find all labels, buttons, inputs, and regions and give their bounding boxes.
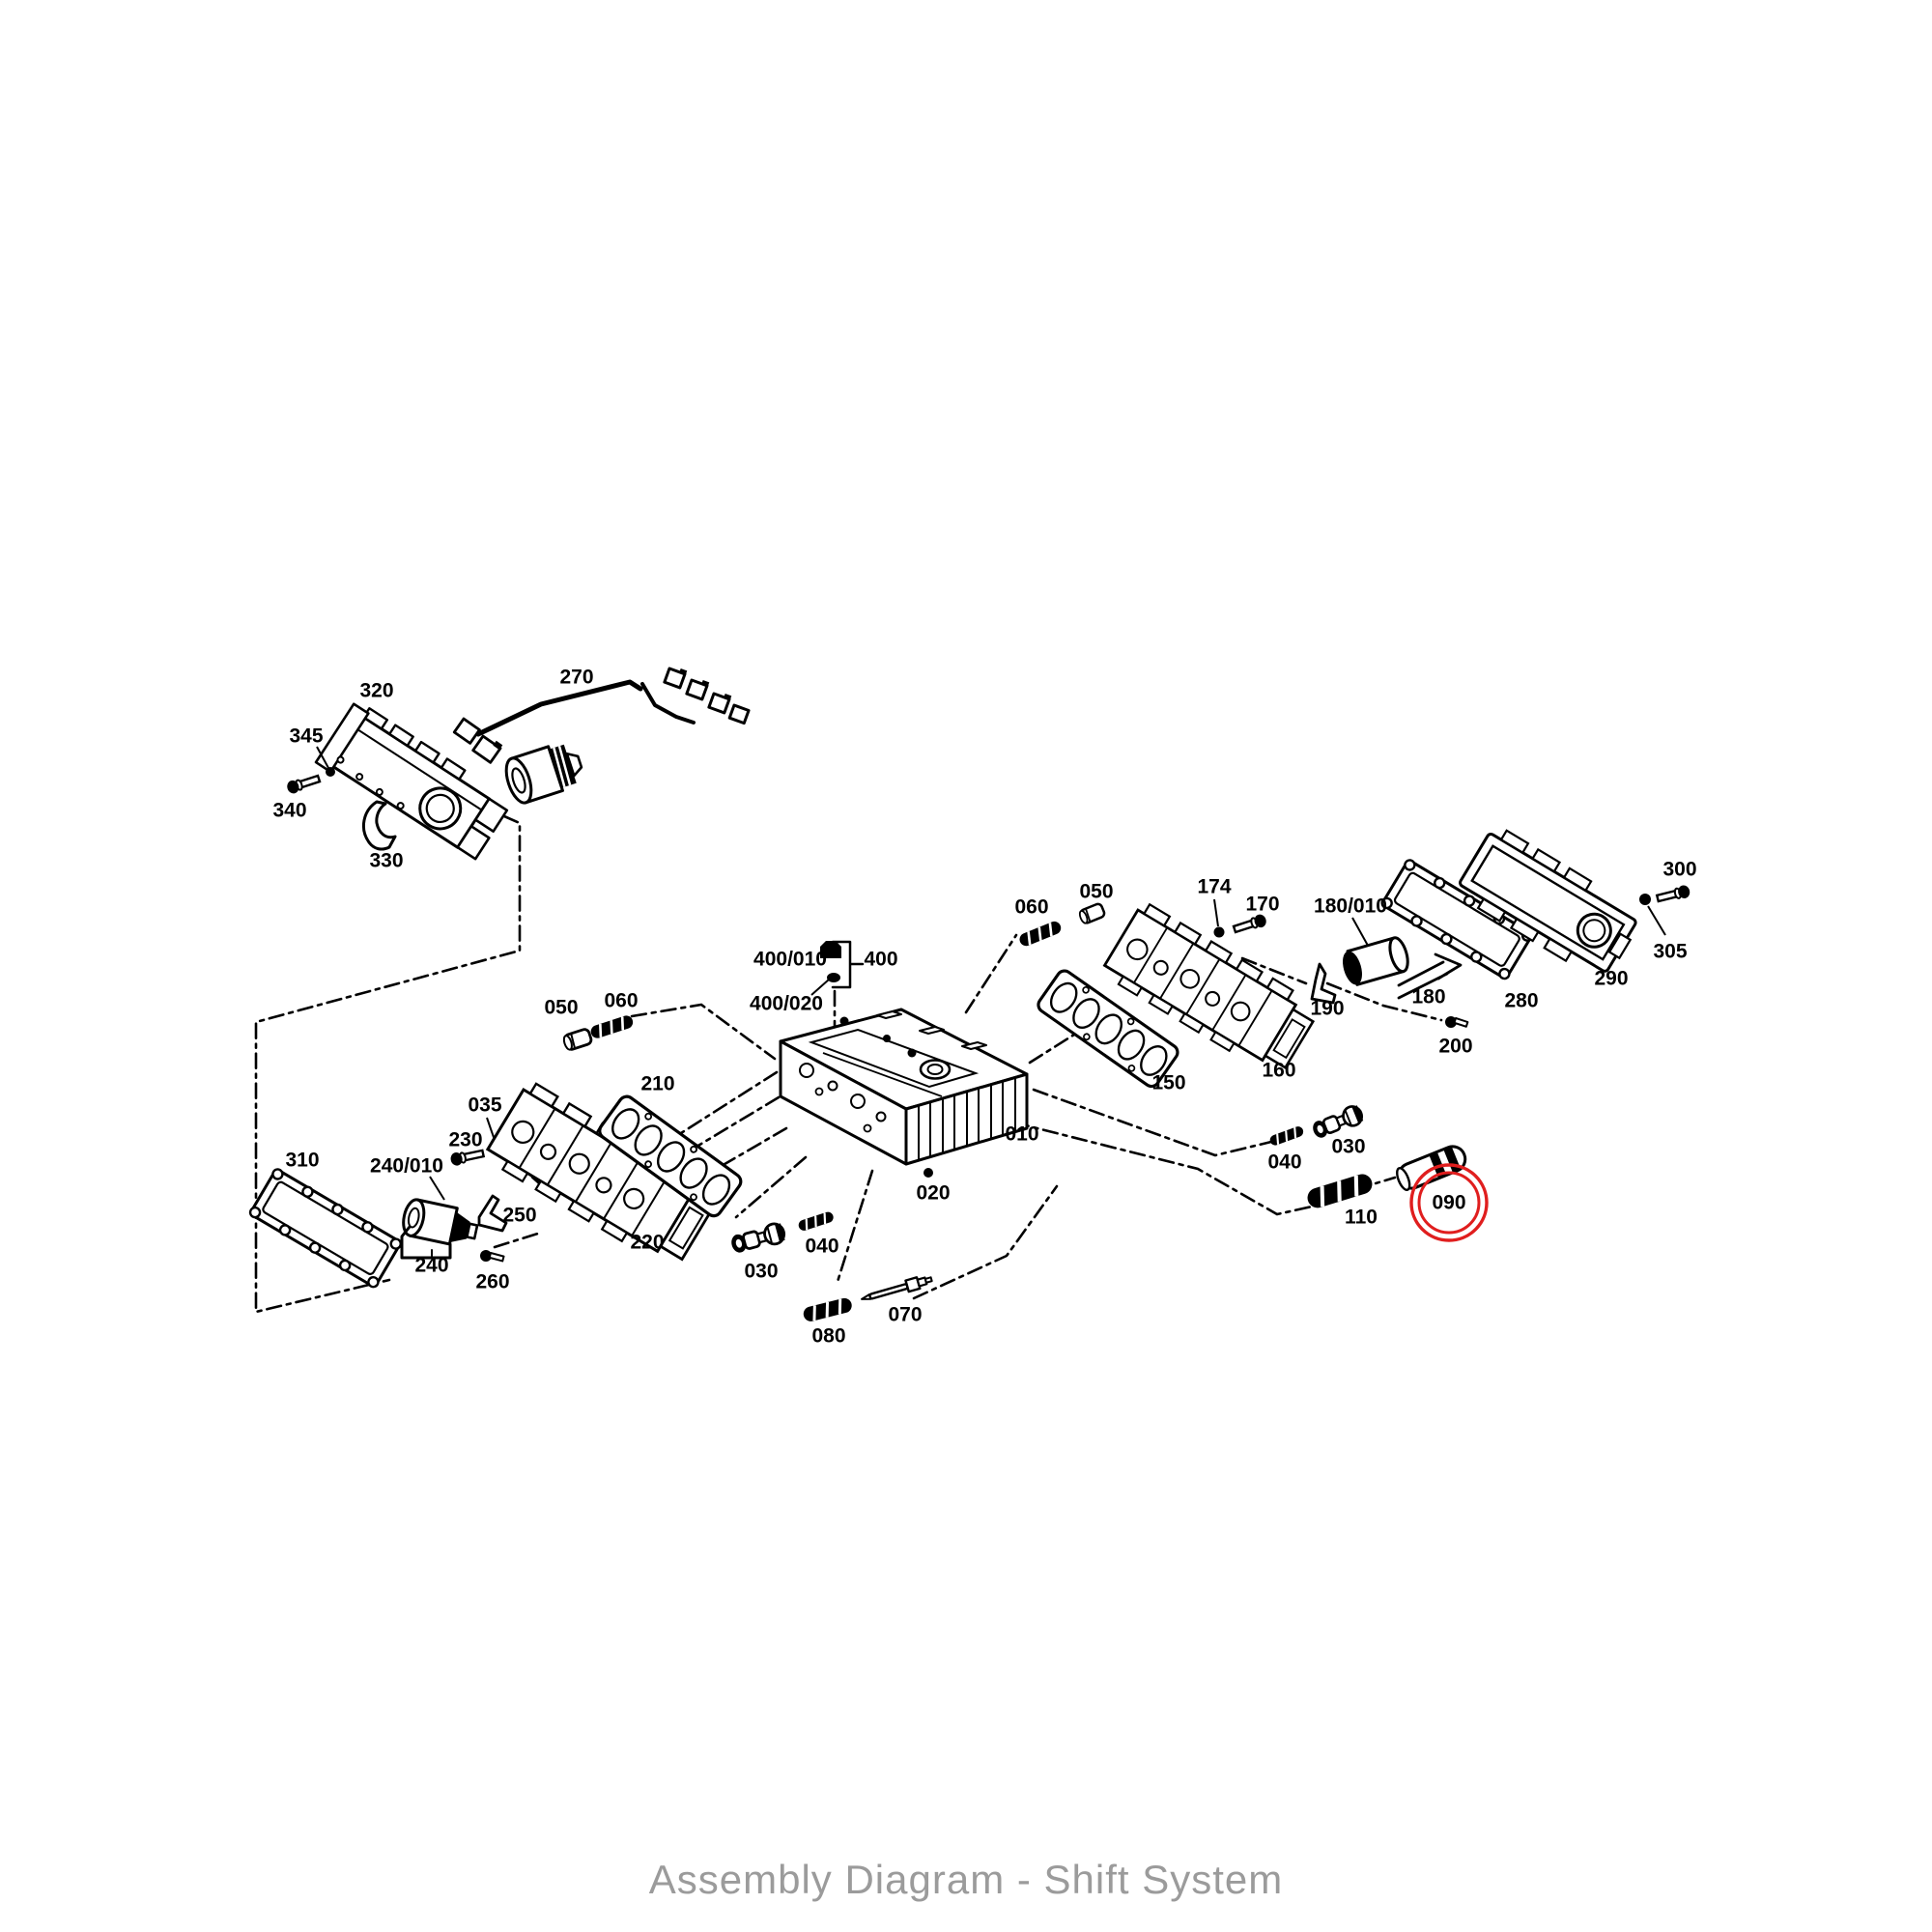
part-label-280: 280 <box>1504 990 1538 1012</box>
part-400-group <box>810 940 865 996</box>
part-310-gasket <box>246 1166 405 1291</box>
part-340-screw <box>284 771 323 797</box>
part-label-070: 070 <box>888 1304 922 1326</box>
part-label-200: 200 <box>1438 1036 1472 1058</box>
part-170-screw <box>1231 911 1269 937</box>
part-label-170: 170 <box>1245 894 1279 916</box>
part-label-150: 150 <box>1151 1072 1185 1094</box>
part-label-320: 320 <box>359 680 393 702</box>
part-320-solenoid-barrel <box>504 744 583 805</box>
part-label-270: 270 <box>559 667 593 689</box>
part-label-030: 030 <box>744 1261 778 1283</box>
part-270-wiring-harness <box>452 667 751 764</box>
part-label-310: 310 <box>285 1150 319 1172</box>
part-180-arrow <box>1397 952 1463 1000</box>
part-400-010-plug <box>820 941 841 958</box>
part-label-090: 090 <box>1432 1192 1465 1214</box>
part-060-spring-left <box>587 1012 637 1041</box>
part-240-bracket <box>400 1225 452 1260</box>
part-label-020: 020 <box>916 1182 950 1205</box>
part-110-spring <box>1305 1172 1375 1210</box>
highlight-ring <box>1409 1163 1489 1242</box>
part-label-035: 035 <box>468 1094 501 1117</box>
part-040-spring-right <box>1267 1123 1306 1149</box>
part-label-260: 260 <box>475 1271 509 1293</box>
part-label-050: 050 <box>1079 881 1113 903</box>
part-080-spring <box>800 1294 855 1324</box>
part-label-030: 030 <box>1331 1136 1365 1158</box>
part-label-400: 400 <box>864 949 897 971</box>
part-label-040: 040 <box>1267 1151 1301 1174</box>
part-030-valve-left <box>727 1220 788 1257</box>
part-180-010-piston <box>1343 917 1409 986</box>
part-label-340: 340 <box>272 800 306 822</box>
part-label-400-010: 400/010 <box>753 949 827 971</box>
part-300-screw <box>1655 882 1692 906</box>
highlight-ring-inner <box>1417 1171 1481 1235</box>
part-040-spring-left <box>796 1209 837 1234</box>
part-240-010-solenoid <box>402 1176 479 1246</box>
part-label-080: 080 <box>811 1325 845 1348</box>
part-label-300: 300 <box>1662 859 1696 881</box>
part-174-ball <box>1213 898 1225 938</box>
part-345-ball <box>316 746 335 777</box>
part-label-210: 210 <box>640 1073 674 1095</box>
part-060-spring-right <box>1016 918 1065 950</box>
part-label-110: 110 <box>1345 1207 1378 1229</box>
part-label-040: 040 <box>805 1236 838 1258</box>
part-label-060: 060 <box>604 990 638 1012</box>
part-label-330: 330 <box>369 850 403 872</box>
part-label-305: 305 <box>1653 941 1687 963</box>
part-label-290: 290 <box>1594 968 1628 990</box>
part-label-190: 190 <box>1310 998 1344 1020</box>
highlight-ring-outer <box>1409 1163 1489 1242</box>
part-260-screw <box>480 1250 505 1263</box>
part-070-needle-valve <box>861 1276 933 1300</box>
part-label-220: 220 <box>630 1232 664 1254</box>
part-label-345: 345 <box>289 725 323 748</box>
part-020-ball <box>923 1168 933 1178</box>
diagram-caption: Assembly Diagram - Shift System <box>648 1857 1284 1902</box>
part-320-shift-rail <box>314 702 509 861</box>
part-label-174: 174 <box>1197 876 1231 898</box>
part-190-clip <box>1310 962 1337 1005</box>
part-label-160: 160 <box>1262 1060 1295 1082</box>
part-250-clip <box>477 1194 508 1233</box>
part-050-plug-right <box>1076 901 1107 926</box>
part-label-180: 180 <box>1411 986 1445 1009</box>
part-050-plug-left <box>560 1026 594 1053</box>
part-label-240-010: 240/010 <box>370 1155 443 1178</box>
part-label-400-020: 400/020 <box>750 993 823 1015</box>
part-label-050: 050 <box>544 997 578 1019</box>
part-label-060: 060 <box>1014 896 1048 919</box>
labels-layer: 320 345 340 330 270 050 060 210 400/010 400 400/02… <box>272 667 1696 1348</box>
part-305-ball <box>1639 894 1666 936</box>
part-label-180-010: 180/010 <box>1314 895 1387 918</box>
part-label-230: 230 <box>448 1129 482 1151</box>
part-200-screw <box>1445 1016 1469 1028</box>
part-label-240: 240 <box>414 1255 448 1277</box>
part-label-250: 250 <box>502 1205 536 1227</box>
part-330-clip <box>361 800 397 851</box>
part-label-010: 010 <box>1005 1123 1038 1146</box>
part-400-020-disc <box>827 973 840 982</box>
part-010-valve-body-block <box>779 1008 1029 1166</box>
